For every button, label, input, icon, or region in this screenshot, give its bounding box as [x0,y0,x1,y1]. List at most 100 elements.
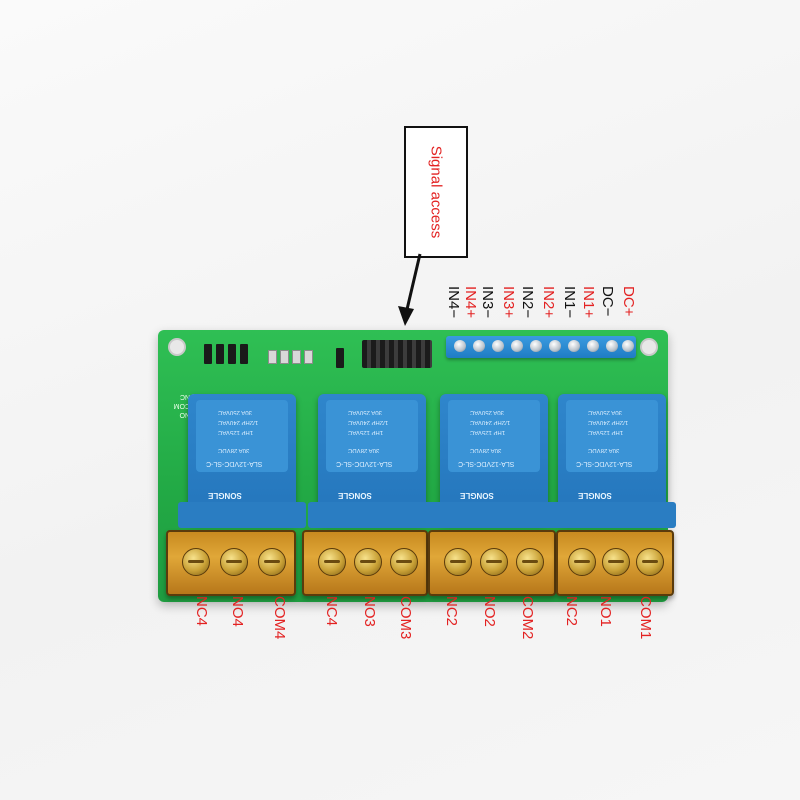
relay-top [196,400,288,472]
input-pin-label: IN1+ [580,286,597,319]
terminal-screw [390,548,418,576]
terminal-screw [568,548,596,576]
relay-rating: 30A 28VDC [218,447,250,453]
terminal-screw [318,548,346,576]
output-terminal-label: NC2 [443,596,460,627]
input-pin-label: IN3+ [500,286,517,319]
output-terminal-label: NC2 [563,596,580,627]
terminal-screw [602,548,630,576]
output-terminal-label: COM3 [397,596,414,640]
transistor [204,344,212,364]
terminal-screw [220,548,248,576]
relay-brand: SONGLE [578,491,612,500]
relay-rating: 30A 28VDC [470,447,502,453]
relay-model: SLA-12VDC-SL-C [458,460,515,467]
terminal-screw [622,340,634,352]
input-pin-label: IN1− [561,286,578,319]
mount-hole [640,338,658,356]
relay-rating: 1/2HP 240VAC [588,419,629,425]
input-pin-label: IN3− [479,286,496,319]
callout-text: Signal access [427,145,445,239]
relay-model: SLA-12VDC-SL-C [576,460,633,467]
terminal-screw [444,548,472,576]
terminal-screw [587,340,599,352]
relay-rating: 1HP 125VAC [348,429,384,435]
terminal-screw [258,548,286,576]
transistor [336,348,344,368]
output-terminal-block-1 [556,530,674,596]
transistor [228,344,236,364]
relay-rating: 30A 250VAC [348,409,382,415]
relay-rating: 1HP 125VAC [218,429,254,435]
relay-rating: 30A 250VAC [218,409,252,415]
terminal-screw [530,340,542,352]
relay-base [308,502,436,528]
relay-4: 30A 250VAC 1/2HP 240VAC 1HP 125VAC 30A 2… [178,394,306,528]
relay-base [430,502,558,528]
smd-component [268,350,277,364]
relay-rating: 30A 250VAC [470,409,504,415]
terminal-screw [606,340,618,352]
smd-component [280,350,289,364]
output-terminal-block-4 [166,530,296,596]
input-pin-label: IN2− [519,286,536,319]
output-terminal-label: COM1 [637,596,654,640]
signal-access-callout: Signal access [404,126,468,258]
relay-brand: SONGLE [460,491,494,500]
input-terminal-block [446,336,636,358]
relay-rating: 30A 28VDC [348,447,380,453]
relay-1: 30A 250VAC 1/2HP 240VAC 1HP 125VAC 30A 2… [548,394,676,528]
output-terminal-label: COM2 [519,596,536,640]
relay-top [566,400,658,472]
relay-rating: 1/2HP 240VAC [218,419,259,425]
output-terminal-label: NC4 [323,596,340,627]
terminal-screw [492,340,504,352]
relay-rating: 1HP 125VAC [588,429,624,435]
relay-rating: 1/2HP 240VAC [470,419,511,425]
output-terminal-label: COM4 [271,596,288,640]
terminal-screw [473,340,485,352]
transistor [240,344,248,364]
relay-model: SLA-12VDC-SL-C [336,460,393,467]
relay-brand: SONGLE [338,491,372,500]
terminal-screw [516,548,544,576]
output-terminal-label: NO2 [481,596,498,627]
relay-base [548,502,676,528]
relay-model: SLA-12VDC-SL-C [206,460,263,467]
smd-component [292,350,301,364]
terminal-screw [354,548,382,576]
terminal-screw [480,548,508,576]
input-pin-label: IN4+ [462,286,479,319]
relay-rating: 1HP 125VAC [470,429,506,435]
relay-top [448,400,540,472]
relay-base [178,502,306,528]
terminal-screw [182,548,210,576]
terminal-screw [568,340,580,352]
output-terminal-label: NO4 [229,596,246,627]
mount-hole [168,338,186,356]
input-pin-label: DC+ [620,286,637,317]
relay-rating: 1/2HP 240VAC [348,419,389,425]
smd-component [304,350,313,364]
terminal-screw [549,340,561,352]
relay-3: 30A 250VAC 1/2HP 240VAC 1HP 125VAC 30A 2… [308,394,436,528]
relay-rating: 30A 28VDC [588,447,620,453]
terminal-screw [636,548,664,576]
terminal-screw [454,340,466,352]
relay-2: 30A 250VAC 1/2HP 240VAC 1HP 125VAC 30A 2… [430,394,558,528]
relay-top [326,400,418,472]
pin-header [362,340,432,368]
output-terminal-block-3 [302,530,428,596]
output-terminal-label: NO3 [361,596,378,627]
input-pin-label: DC− [599,286,616,317]
relay-rating: 30A 250VAC [588,409,622,415]
output-terminal-block-2 [428,530,556,596]
terminal-screw [511,340,523,352]
output-terminal-label: NO1 [597,596,614,627]
transistor [216,344,224,364]
input-pin-label: IN4− [445,286,462,319]
relay-brand: SONGLE [208,491,242,500]
input-pin-label: IN2+ [540,286,557,319]
output-terminal-label: NC4 [193,596,210,627]
